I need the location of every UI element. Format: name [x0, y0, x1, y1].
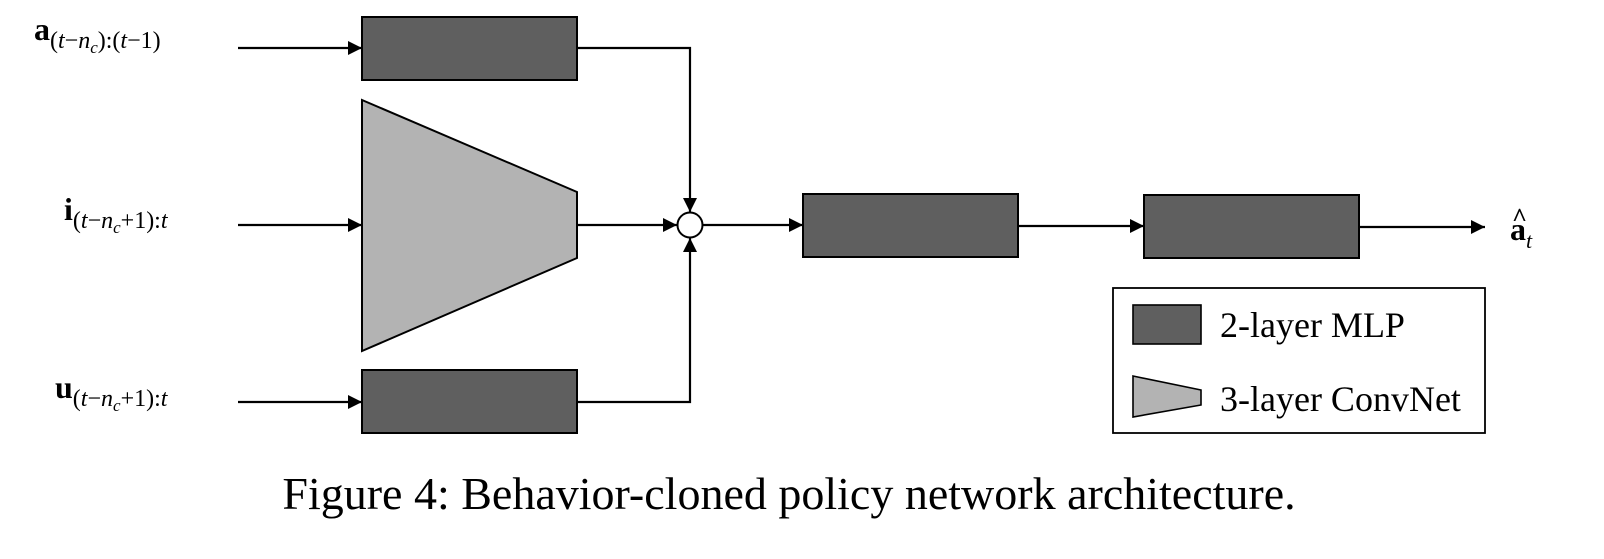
mlp-block-actions: [361, 16, 578, 81]
mlp-block-proprio: [361, 369, 578, 434]
legend-convnet-label: 3-layer ConvNet: [1220, 379, 1461, 419]
arrow-mlp-actions-to-concat: [577, 46, 697, 212]
legend-convnet-swatch: [1132, 375, 1202, 418]
concat-node: [676, 211, 704, 239]
legend-mlp-swatch: [1132, 304, 1202, 345]
figure-caption: Figure 4: Behavior-cloned policy network…: [282, 468, 1295, 519]
convnet-block-images: [361, 98, 578, 353]
legend: 2-layer MLP 3-layer ConvNet: [1112, 287, 1486, 434]
output-label: at: [1510, 211, 1533, 253]
output-hat: ^: [1512, 203, 1527, 232]
legend-mlp-label: 2-layer MLP: [1220, 305, 1405, 345]
mlp-block-fusion: [802, 193, 1019, 258]
input-label-actions: a(t−nc):(t−1): [34, 11, 161, 57]
input-label-images: i(t−nc+1):t: [64, 191, 169, 237]
mlp-block-head: [1143, 194, 1360, 259]
arrow-mlp-proprio-to-concat: [577, 238, 697, 404]
input-label-proprio: u(t−nc+1):t: [55, 369, 169, 415]
